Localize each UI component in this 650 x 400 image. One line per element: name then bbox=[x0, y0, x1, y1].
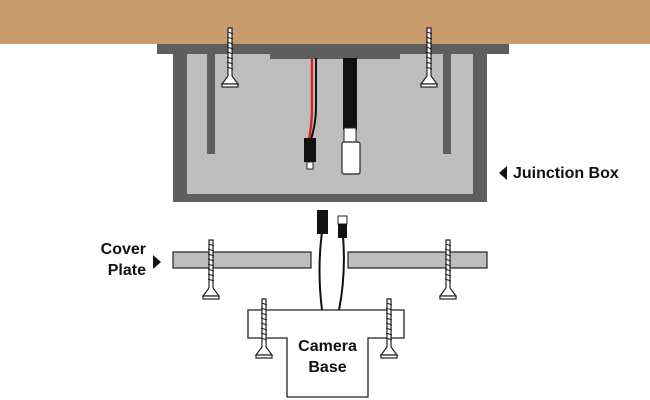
camera-wires bbox=[317, 210, 348, 311]
screw-icon bbox=[202, 239, 220, 300]
cover-plate-right bbox=[347, 251, 488, 269]
junction-box-label: Juinction Box bbox=[513, 165, 619, 182]
camera-base-label-line2: Base bbox=[308, 359, 347, 376]
triangle-arrow-icon bbox=[499, 166, 507, 180]
cover-plate-left bbox=[172, 251, 312, 269]
cover-plate-label-line2: Plate bbox=[107, 262, 146, 279]
triangle-arrow-icon bbox=[153, 255, 161, 269]
black-power-cable bbox=[341, 58, 361, 175]
cover-plate-label-line1: Cover bbox=[100, 241, 146, 258]
plug-connector-icon bbox=[317, 210, 328, 234]
camera-base-label: Camera Base bbox=[287, 336, 368, 378]
junction-box bbox=[173, 54, 487, 202]
plug-connector-icon bbox=[337, 215, 348, 225]
ceiling bbox=[0, 0, 650, 44]
cover-plate-label: Cover Plate bbox=[92, 239, 146, 281]
ceiling-trim bbox=[157, 44, 509, 54]
red-black-wire-pair bbox=[304, 58, 317, 170]
screw-icon bbox=[439, 239, 457, 300]
camera-base-label-line1: Camera bbox=[298, 338, 357, 355]
